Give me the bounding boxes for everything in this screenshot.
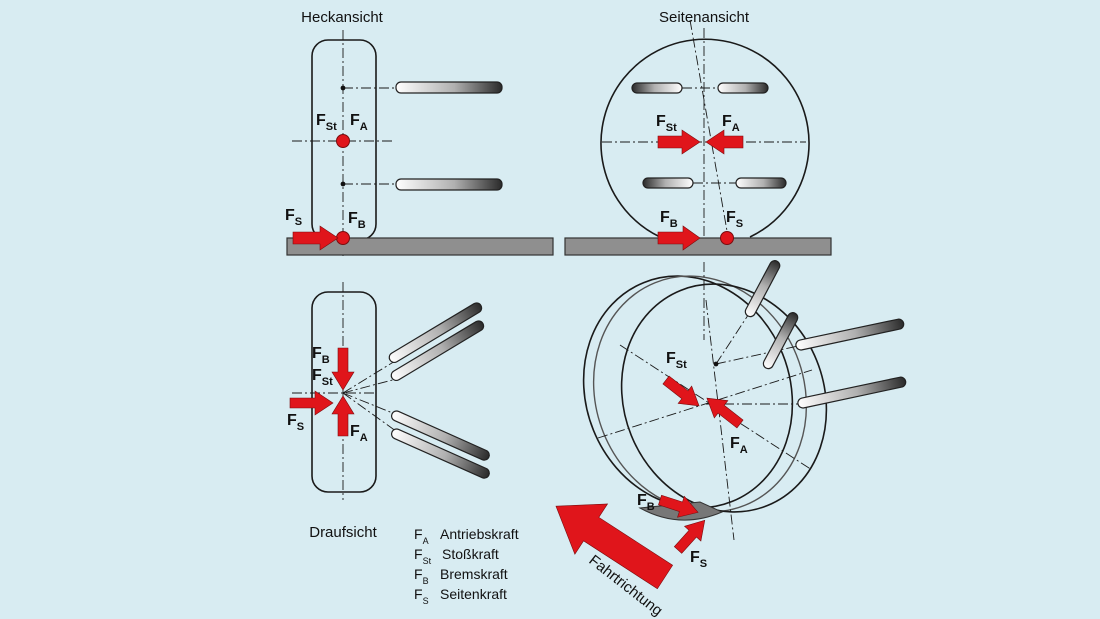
persp-side-force-arrow: [673, 519, 706, 554]
side-ground: [564, 237, 832, 256]
top-brake-force-arrow: [331, 347, 355, 391]
top-drive-force-arrow: [331, 395, 355, 437]
rear-side-force-arrow: [292, 225, 339, 251]
top-link-axis-4: [342, 392, 401, 435]
persp-label-fs: FS: [690, 549, 707, 570]
top-label-fb: FB: [312, 345, 330, 366]
side-contact-force-point: [720, 231, 734, 245]
persp-control-arm-1: [795, 318, 905, 351]
top-label-fa: FA: [350, 423, 368, 444]
top-view-title: Draufsicht: [309, 524, 377, 541]
perspective-tire-mid-rim: [592, 275, 808, 513]
side-label-fst: FSt: [656, 113, 677, 134]
persp-label-fa: FA: [730, 435, 748, 456]
persp-control-arm-3: [744, 260, 781, 318]
top-link-axis-2: [342, 377, 401, 394]
rear-view: Heckansicht FSt FA FB FS: [285, 9, 554, 258]
top-control-arm-3: [390, 410, 490, 461]
side-brake-force-arrow: [657, 225, 701, 251]
rear-lower-control-arm: [395, 178, 503, 191]
top-link-axis-1: [342, 357, 401, 394]
side-lower-right-arm: [735, 177, 787, 189]
side-label-fa: FA: [722, 113, 740, 134]
persp-axis-steering: [705, 299, 735, 541]
persp-brake-force-arrow: [658, 494, 699, 518]
perspective-tire-front-rim: [620, 283, 828, 513]
rear-label-fst: FSt: [316, 112, 337, 133]
perspective-tire-back-rim: [582, 275, 794, 509]
side-label-fs: FS: [726, 209, 743, 230]
rear-upper-control-arm: [395, 81, 503, 94]
side-impact-force-arrow: [657, 129, 701, 155]
persp-drive-force-arrow: [706, 397, 744, 429]
persp-axis-diagonal-2: [597, 369, 813, 439]
top-label-fst: FSt: [312, 367, 333, 388]
rear-lower-joint: [340, 181, 346, 187]
side-inclined-axis: [689, 19, 731, 249]
driving-direction-arrow: [555, 503, 674, 590]
persp-joint: [713, 361, 719, 367]
persp-control-arm-4: [762, 312, 799, 370]
rear-upper-joint: [340, 85, 346, 91]
perspective-view: Fahrtrichtung FSt FA FB FS: [555, 260, 907, 619]
side-drive-force-arrow: [705, 129, 744, 155]
persp-control-arm-2: [797, 376, 907, 409]
side-upper-right-arm: [717, 82, 769, 94]
rear-label-fa: FA: [350, 112, 368, 133]
side-lower-left-arm: [642, 177, 694, 189]
side-view: Seitenansicht FSt FA FB FS: [564, 9, 832, 256]
side-tire-outline: [600, 38, 810, 238]
persp-label-fst: FSt: [666, 350, 687, 371]
rear-label-fb: FB: [348, 210, 366, 231]
persp-label-fb: FB: [637, 492, 655, 513]
top-side-force-arrow: [289, 390, 334, 416]
rear-ground: [286, 237, 554, 256]
rear-label-fs: FS: [285, 207, 302, 228]
rear-hub-force-point: [336, 134, 350, 148]
side-label-fb: FB: [660, 209, 678, 230]
top-control-arm-4: [390, 428, 490, 479]
persp-link-axis-1: [715, 345, 799, 365]
top-view: FB FSt FS FA Draufsicht: [287, 282, 490, 541]
side-upper-left-arm: [631, 82, 683, 94]
rear-view-title: Heckansicht: [301, 9, 384, 26]
side-view-title: Seitenansicht: [659, 9, 750, 26]
persp-impact-force-arrow: [662, 375, 700, 407]
top-control-arm-1: [388, 302, 483, 364]
top-tire-outline: [311, 291, 377, 493]
top-label-fs: FS: [287, 412, 304, 433]
top-control-arm-2: [390, 320, 485, 382]
